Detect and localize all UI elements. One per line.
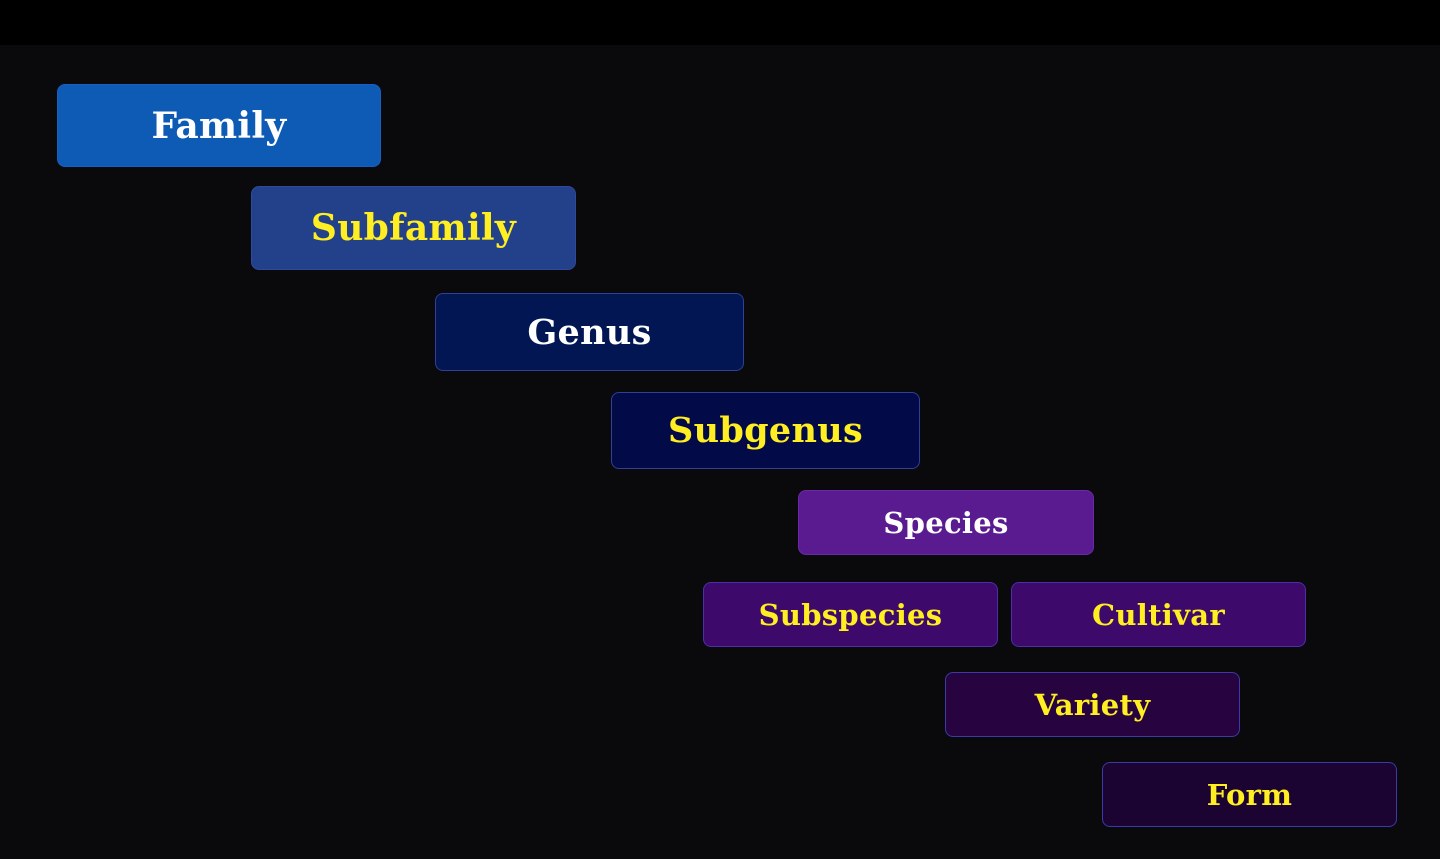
node-label: Subgenus bbox=[668, 410, 863, 451]
node-form: Form bbox=[1102, 762, 1397, 827]
node-species: Species bbox=[798, 490, 1094, 555]
node-subgenus: Subgenus bbox=[611, 392, 920, 469]
node-label: Genus bbox=[527, 311, 652, 353]
node-label: Variety bbox=[1034, 687, 1151, 722]
node-cultivar: Cultivar bbox=[1011, 582, 1306, 647]
node-family: Family bbox=[57, 84, 381, 167]
node-subspecies: Subspecies bbox=[703, 582, 998, 647]
node-subfamily: Subfamily bbox=[251, 186, 576, 270]
node-genus: Genus bbox=[435, 293, 744, 371]
node-label: Form bbox=[1206, 777, 1293, 812]
taxonomy-diagram: Family Subfamily Genus Subgenus Species … bbox=[0, 45, 1440, 859]
node-label: Subfamily bbox=[310, 207, 517, 249]
node-label: Species bbox=[883, 505, 1009, 540]
node-label: Cultivar bbox=[1092, 597, 1225, 632]
node-label: Family bbox=[151, 104, 287, 147]
node-variety: Variety bbox=[945, 672, 1240, 737]
node-label: Subspecies bbox=[758, 597, 943, 632]
